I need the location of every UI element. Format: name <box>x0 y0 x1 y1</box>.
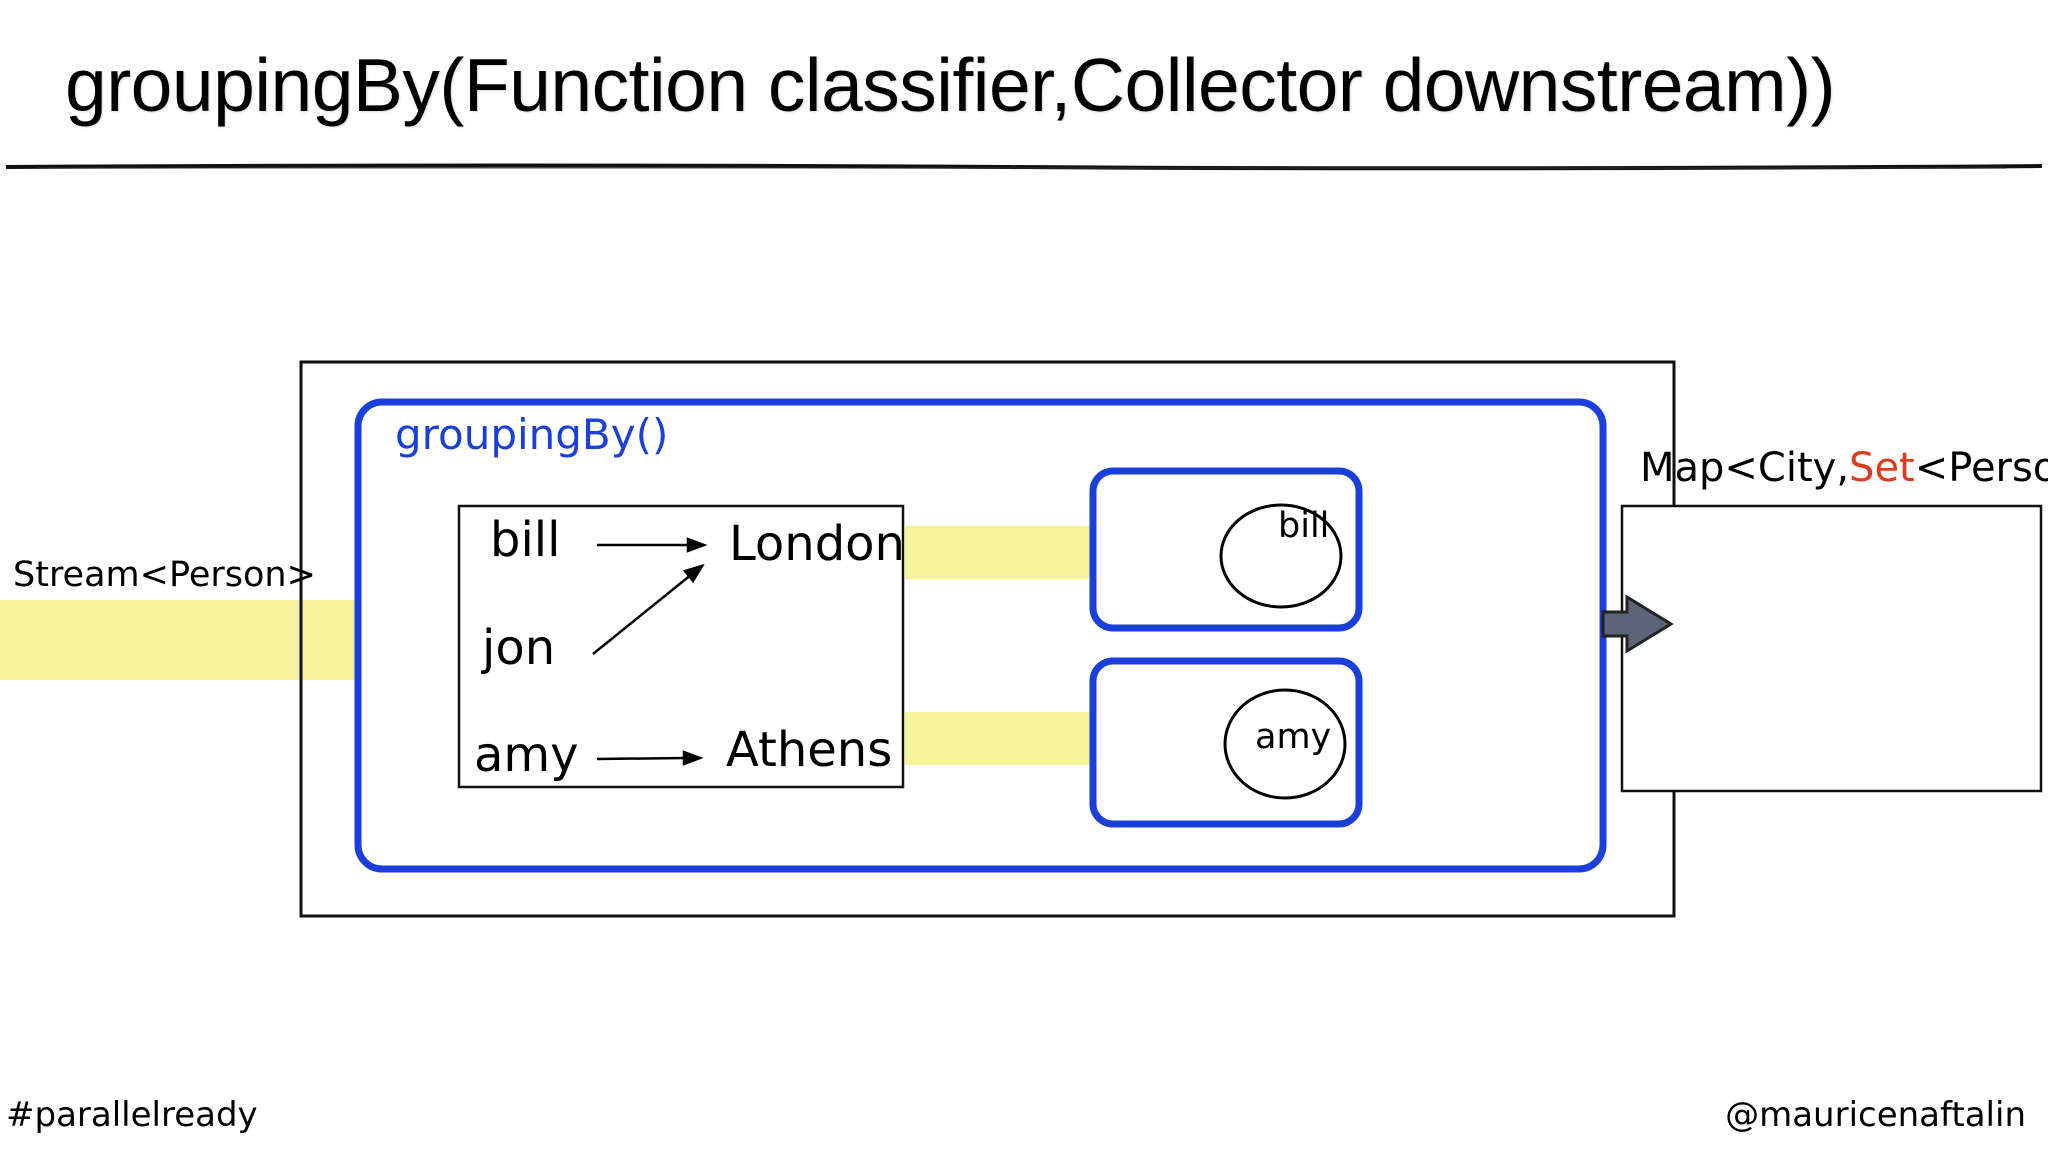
result-map-box <box>1620 504 2043 793</box>
set-highlight: Set <box>1849 445 1915 491</box>
collector-label: groupingBy() <box>395 410 669 459</box>
output-map-label: Map<City,Set<Person> <box>1640 445 2048 491</box>
bucket-element-bill: bill <box>1278 506 1330 546</box>
output-arrow <box>1601 594 1674 654</box>
classifier-name-jon: jon <box>482 620 556 676</box>
amy-element <box>1223 688 1347 800</box>
mapping-arrows <box>592 537 708 766</box>
classifier-city-london: London <box>729 516 905 572</box>
input-stream-band <box>0 600 355 680</box>
author-handle-footer: @mauricenaftalin <box>1725 1095 2026 1135</box>
bill-element <box>1219 503 1343 609</box>
classifier-city-athens: Athens <box>726 722 893 778</box>
slide-title: groupingBy(Function classifier,Collector… <box>65 43 1836 127</box>
athens-stream-band <box>905 712 1090 765</box>
title-divider <box>6 163 2042 171</box>
london-bucket <box>1089 467 1363 632</box>
london-stream-band <box>905 526 1090 579</box>
classifier-box <box>457 504 905 789</box>
classifier-name-bill: bill <box>490 512 561 568</box>
classifier-name-amy: amy <box>474 727 579 783</box>
hashtag-footer: #parallelready <box>6 1095 258 1135</box>
bucket-element-amy: amy <box>1255 717 1332 757</box>
input-stream-label: Stream<Person> <box>13 555 316 595</box>
